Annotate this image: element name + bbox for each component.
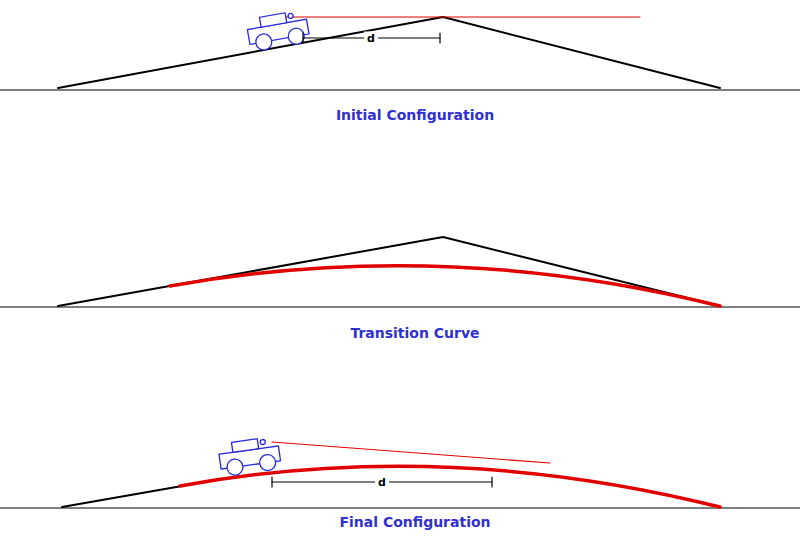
dimension-label: d <box>364 32 378 45</box>
panel-caption: Initial Configuration <box>336 107 494 123</box>
car-figure <box>218 436 282 477</box>
ground-line <box>0 306 800 307</box>
transition-curve <box>180 466 720 507</box>
dimension-label: d <box>375 476 389 489</box>
hill-outline <box>58 237 720 306</box>
sight-line <box>272 442 550 463</box>
sight-line <box>282 16 640 17</box>
panel-caption: Transition Curve <box>350 325 479 341</box>
transition-curve <box>170 266 720 306</box>
hill-outline <box>62 486 182 507</box>
car-figure <box>246 9 311 52</box>
ground-line <box>0 89 800 90</box>
panel-caption: Final Configuration <box>339 514 490 530</box>
ground-line <box>0 507 800 508</box>
hill-outline <box>58 17 720 88</box>
